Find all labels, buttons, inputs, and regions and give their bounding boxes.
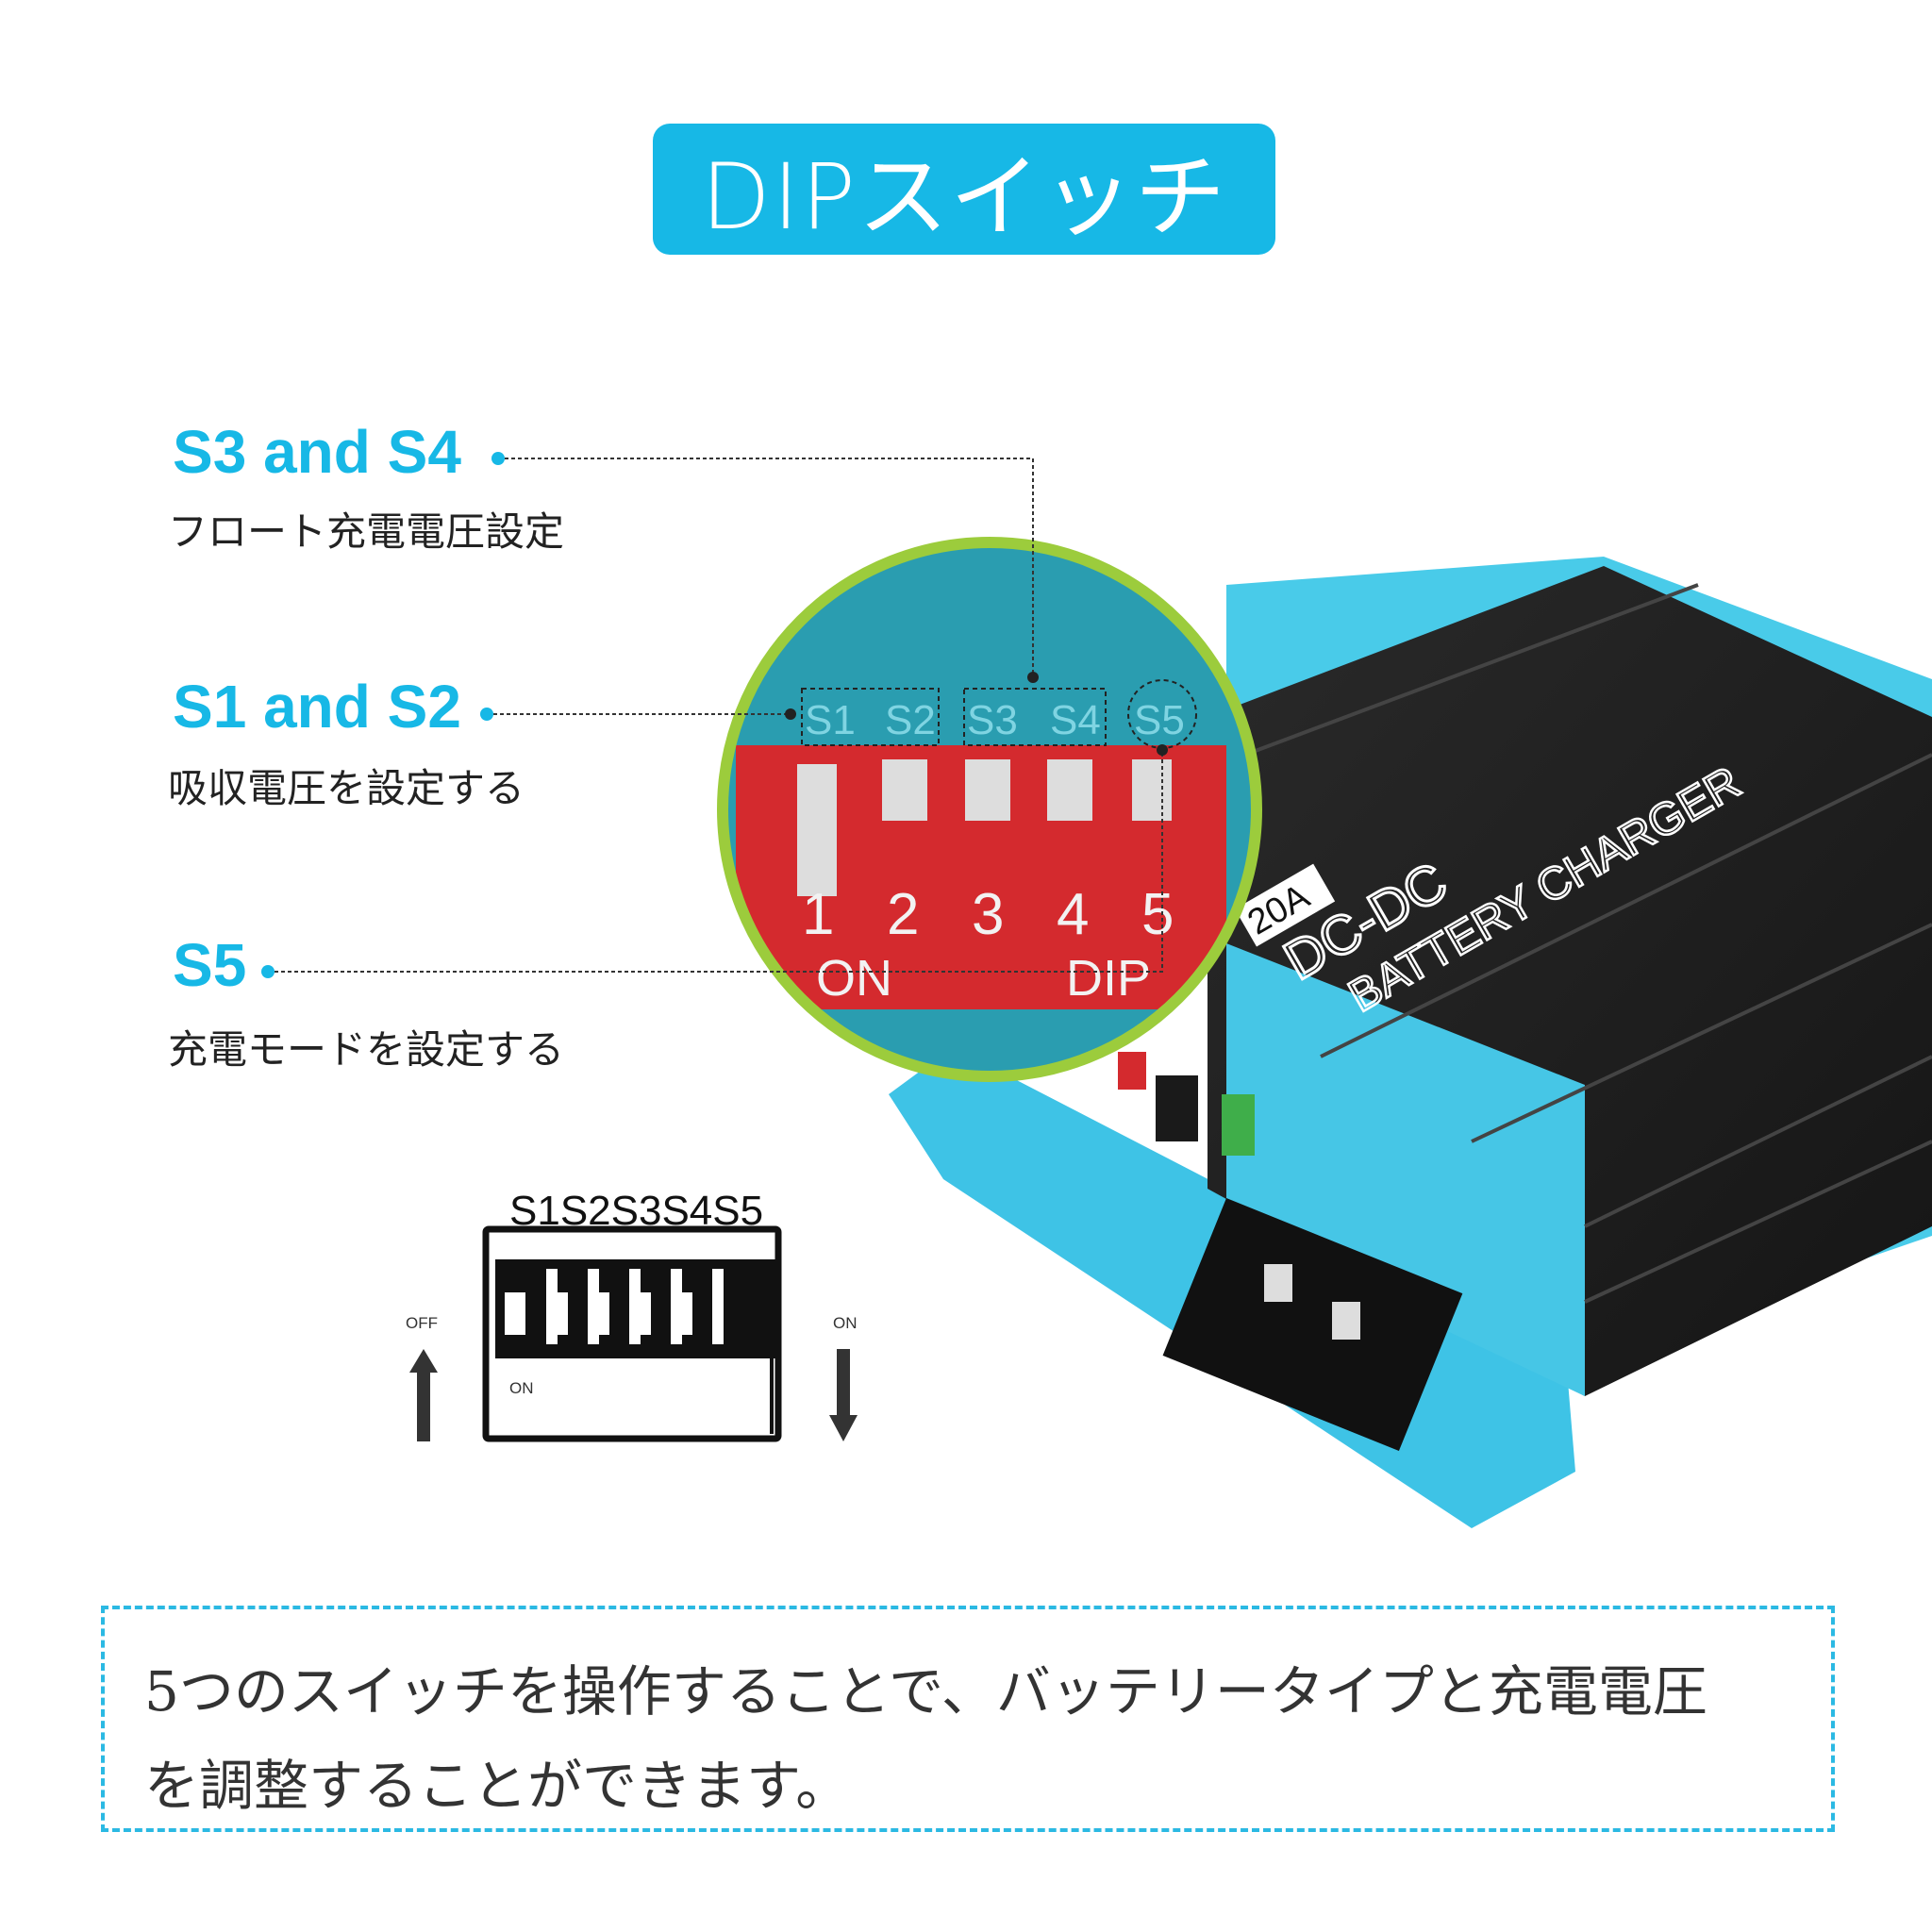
callout-s3-s4-label: S3 and S4: [173, 418, 461, 486]
arrow-up-icon: [409, 1349, 438, 1441]
dip-diagram: S1S2S3S4S5 ON OFF ON: [406, 1188, 858, 1442]
dip-number: 5: [1141, 882, 1174, 947]
dip-on-text: ON: [816, 950, 892, 1007]
charger-device: 20A DC-DC BATTERY CHARGER: [889, 557, 1932, 1528]
arrow-down-icon: [829, 1349, 858, 1441]
dip-number: 3: [972, 882, 1004, 947]
description-line1: 5つのスイッチを操作することで、バッテリータイプと充電電圧: [144, 1659, 1707, 1724]
callout-s5-desc: 充電モードを設定する: [168, 1026, 565, 1073]
title-banner: DIPスイッチ: [653, 124, 1275, 255]
diagram-on-inner: ON: [509, 1379, 534, 1397]
dip-number: 2: [887, 882, 919, 947]
on-label: ON: [833, 1314, 858, 1332]
callout-s1-s2-label: S1 and S2: [173, 673, 461, 741]
dip-dip-text: DIP: [1066, 950, 1151, 1007]
switch-label: S5: [1134, 697, 1185, 743]
description-line2: を調整することができます。: [144, 1754, 851, 1818]
callout-s5-label: S5: [173, 931, 247, 999]
callout-s1-s2-desc: 吸収電圧を設定する: [168, 765, 525, 811]
switch-label: S4: [1050, 697, 1101, 743]
switch-label: S3: [967, 697, 1018, 743]
callout-s3-s4-desc: フロート充電電圧設定: [168, 508, 565, 555]
zoom-circle: 1 2 3 4 5 ON DIP S1 S2 S3 S4 S5: [717, 537, 1262, 1082]
switch-label: S1: [805, 697, 856, 743]
title-text: DIPスイッチ: [700, 144, 1228, 250]
dip-number: 4: [1057, 882, 1089, 947]
description-box: 5つのスイッチを操作することで、バッテリータイプと充電電圧 を調整することができ…: [101, 1606, 1835, 1832]
switch-label: S2: [885, 697, 936, 743]
dip-number: 1: [802, 882, 834, 947]
callout-lines: [268, 458, 1163, 973]
off-label: OFF: [406, 1314, 438, 1332]
